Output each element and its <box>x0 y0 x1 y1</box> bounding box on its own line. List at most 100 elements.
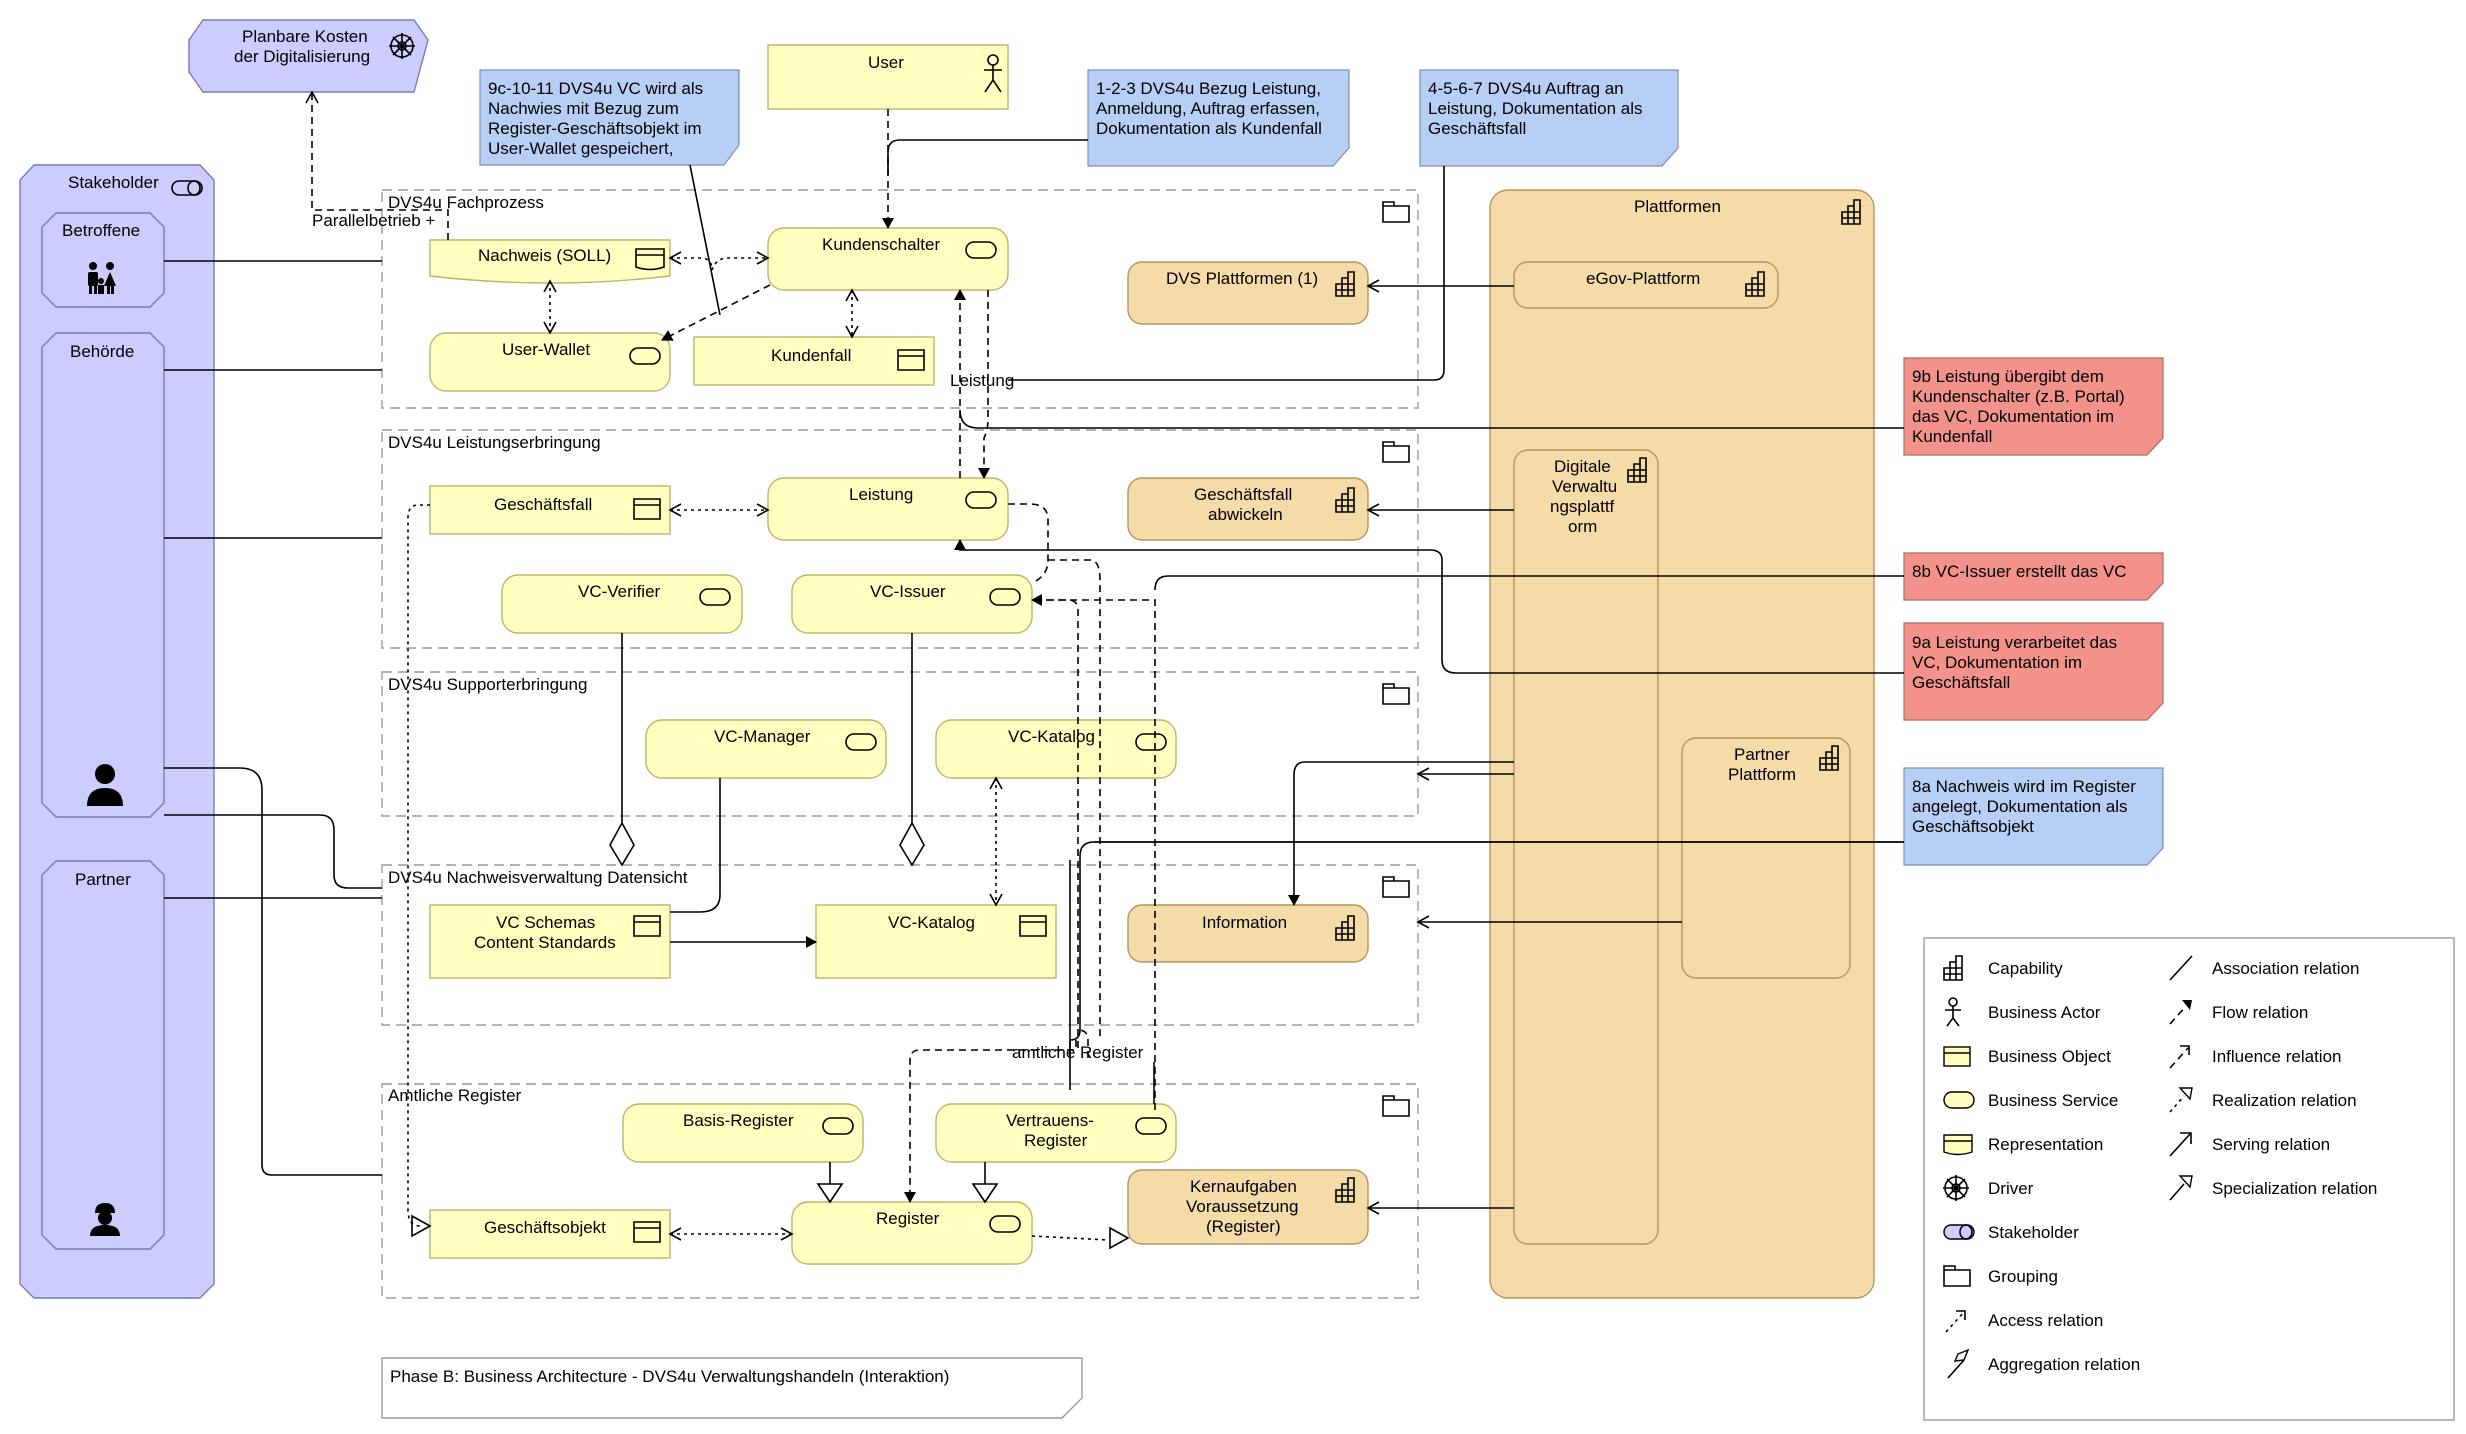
stakeholder-betroffene[interactable]: Betroffene <box>41 212 165 308</box>
note-4567[interactable]: 4-5-6-7 DVS4u Auftrag an Leistung, Dokum… <box>1419 69 1679 167</box>
legend-item: Driver <box>1943 1175 2034 1201</box>
driver-icon <box>1943 1175 1969 1201</box>
edge-label-parallelbetrieb: Parallelbetrieb + <box>312 211 435 230</box>
representation-nachweis-soll[interactable]: Nachweis (SOLL) <box>429 239 671 284</box>
note-9b-text: 9b Leistung übergibt dem Kundenschalter … <box>1912 367 2129 446</box>
object-vc-katalog[interactable]: VC-Katalog <box>815 904 1057 979</box>
legend-label: Representation <box>1988 1135 2103 1154</box>
business-service-icon <box>965 241 997 259</box>
legend-item: Influence relation <box>2169 1045 2341 1069</box>
group-leistungserbringung[interactable]: DVS4u Leistungserbringung <box>381 429 1419 649</box>
capability-digitale-verwaltungsplattform[interactable]: Digitale Verwaltu ngsplattf orm <box>1513 449 1659 1245</box>
note-9b[interactable]: 9b Leistung übergibt dem Kundenschalter … <box>1903 357 2164 456</box>
group-supporterbringung-label: DVS4u Supporterbringung <box>388 675 587 694</box>
business-service-icon <box>629 347 661 365</box>
group-nachweisverwaltung[interactable]: DVS4u Nachweisverwaltung Datensicht <box>381 864 1419 1026</box>
vcverifier-label: VC-Verifier <box>578 582 661 601</box>
note-8a[interactable]: 8a Nachweis wird im Register angelegt, D… <box>1903 767 2164 866</box>
legend-label: Capability <box>1988 959 2063 978</box>
capability-icon <box>1819 745 1839 771</box>
legend-item: Serving relation <box>2169 1132 2330 1157</box>
note-123[interactable]: 1-2-3 DVS4u Bezug Leistung, Anmeldung, A… <box>1087 69 1350 167</box>
object-geschaeftsobjekt[interactable]: Geschäftsobjekt <box>429 1209 671 1259</box>
service-basis-register[interactable]: Basis-Register <box>622 1103 864 1163</box>
business-service-icon <box>965 491 997 509</box>
service-vc-issuer[interactable]: VC-Issuer <box>791 574 1033 634</box>
legend-item: Grouping <box>1943 1265 2058 1287</box>
service-vc-verifier[interactable]: VC-Verifier <box>501 574 743 634</box>
service-user-wallet[interactable]: User-Wallet <box>429 332 671 392</box>
legend-item: Association relation <box>2169 955 2359 981</box>
influence-relation-icon <box>2169 1045 2190 1069</box>
capability-icon <box>1335 487 1355 513</box>
capability-icon <box>1335 271 1355 297</box>
object-vc-schemas[interactable]: VC Schemas Content Standards <box>429 904 671 979</box>
legend-label: Stakeholder <box>1988 1223 2079 1242</box>
capability-egov-plattform[interactable]: eGov-Plattform <box>1513 261 1779 309</box>
capability-icon <box>1627 457 1647 483</box>
kernaufgaben-label: Kernaufgaben Voraussetzung (Register) <box>1186 1177 1303 1236</box>
service-register[interactable]: Register <box>791 1201 1033 1265</box>
actor-user[interactable]: User <box>767 44 1009 110</box>
legend-item: Aggregation relation <box>1947 1348 2140 1379</box>
business-service-icon <box>845 733 877 751</box>
business-service-icon <box>1943 1091 1975 1109</box>
note-9a[interactable]: 9a Leistung verarbeitet das VC, Dokument… <box>1903 622 2164 721</box>
group-fachprozess-label: DVS4u Fachprozess <box>388 193 544 212</box>
legend-item: Flow relation <box>2169 1000 2308 1025</box>
group-supporterbringung[interactable]: DVS4u Supporterbringung <box>381 671 1419 817</box>
behoerde-label: Behörde <box>70 342 134 361</box>
object-geschaeftsfall[interactable]: Geschäftsfall <box>429 485 671 535</box>
legend-label: Realization relation <box>2212 1091 2357 1110</box>
legend-item: Capability <box>1943 955 2063 981</box>
service-vertrauens-register[interactable]: Vertrauens- Register <box>935 1103 1177 1163</box>
stakeholder-partner[interactable]: Partner <box>41 860 165 1250</box>
capability-geschaeftsfall-abwickeln[interactable]: Geschäftsfall abwickeln <box>1127 477 1369 541</box>
vckatalog1-label: VC-Katalog <box>1008 727 1095 746</box>
relations <box>164 90 1904 1250</box>
business-object-icon <box>1019 915 1047 937</box>
capability-icon <box>1943 955 1963 981</box>
driver-planbare-kosten[interactable]: Planbare Kosten der Digitalisierung <box>188 19 429 93</box>
grouping-icon <box>1943 1265 1971 1287</box>
business-service-icon <box>822 1117 854 1135</box>
driver-icon <box>389 33 415 59</box>
service-kundenschalter[interactable]: Kundenschalter <box>767 227 1009 291</box>
capability-information[interactable]: Information <box>1127 904 1369 963</box>
gfabwickeln-label: Geschäftsfall abwickeln <box>1194 485 1297 524</box>
note-8b[interactable]: 8b VC-Issuer erstellt das VC <box>1903 552 2164 601</box>
stakeholder-behoerde[interactable]: Behörde <box>41 332 165 818</box>
legend-item: Specialization relation <box>2169 1175 2377 1201</box>
legend-item: Access relation <box>1945 1310 2103 1333</box>
group-leistungserbringung-label: DVS4u Leistungserbringung <box>388 433 601 452</box>
legend-label: Flow relation <box>2212 1003 2308 1022</box>
stakeholder-icon <box>1943 1224 1975 1240</box>
object-kundenfall[interactable]: Kundenfall <box>693 336 935 386</box>
aggregation-relation-icon <box>1947 1348 1970 1379</box>
legend-label: Influence relation <box>2212 1047 2341 1066</box>
grouping-icon <box>1382 1095 1410 1117</box>
business-service-icon <box>1135 1117 1167 1135</box>
diagram-title: Phase B: Business Architecture - DVS4u V… <box>390 1367 949 1386</box>
business-service-icon <box>989 588 1021 606</box>
business-service-icon <box>1135 733 1167 751</box>
legend-label: Business Actor <box>1988 1003 2101 1022</box>
group-amtliche-register[interactable]: Amtliche Register <box>381 1083 1419 1299</box>
capability-kernaufgaben[interactable]: Kernaufgaben Voraussetzung (Register) <box>1127 1169 1369 1245</box>
leistung-label: Leistung <box>849 485 913 504</box>
service-vc-katalog[interactable]: VC-Katalog <box>935 719 1177 779</box>
register-label: Register <box>876 1209 940 1228</box>
service-vc-manager[interactable]: VC-Manager <box>645 719 887 779</box>
legend-item: Business Object <box>1943 1046 2111 1067</box>
service-leistung[interactable]: Leistung <box>767 477 1009 541</box>
capability-icon <box>1335 915 1355 941</box>
capability-dvs-plattformen[interactable]: DVS Plattformen (1) <box>1127 261 1369 325</box>
note-4567-text: 4-5-6-7 DVS4u Auftrag an Leistung, Dokum… <box>1428 79 1647 138</box>
note-9c[interactable]: 9c-10-11 DVS4u VC wird als Nachwies mit … <box>479 69 740 166</box>
group-fachprozess[interactable]: DVS4u Fachprozess <box>381 189 1419 409</box>
edge-label-leistung: Leistung <box>950 371 1014 390</box>
business-object-icon <box>1943 1046 1971 1067</box>
capability-partner-plattform[interactable]: Partner Plattform <box>1681 737 1851 979</box>
kundenfall-label: Kundenfall <box>771 346 851 365</box>
